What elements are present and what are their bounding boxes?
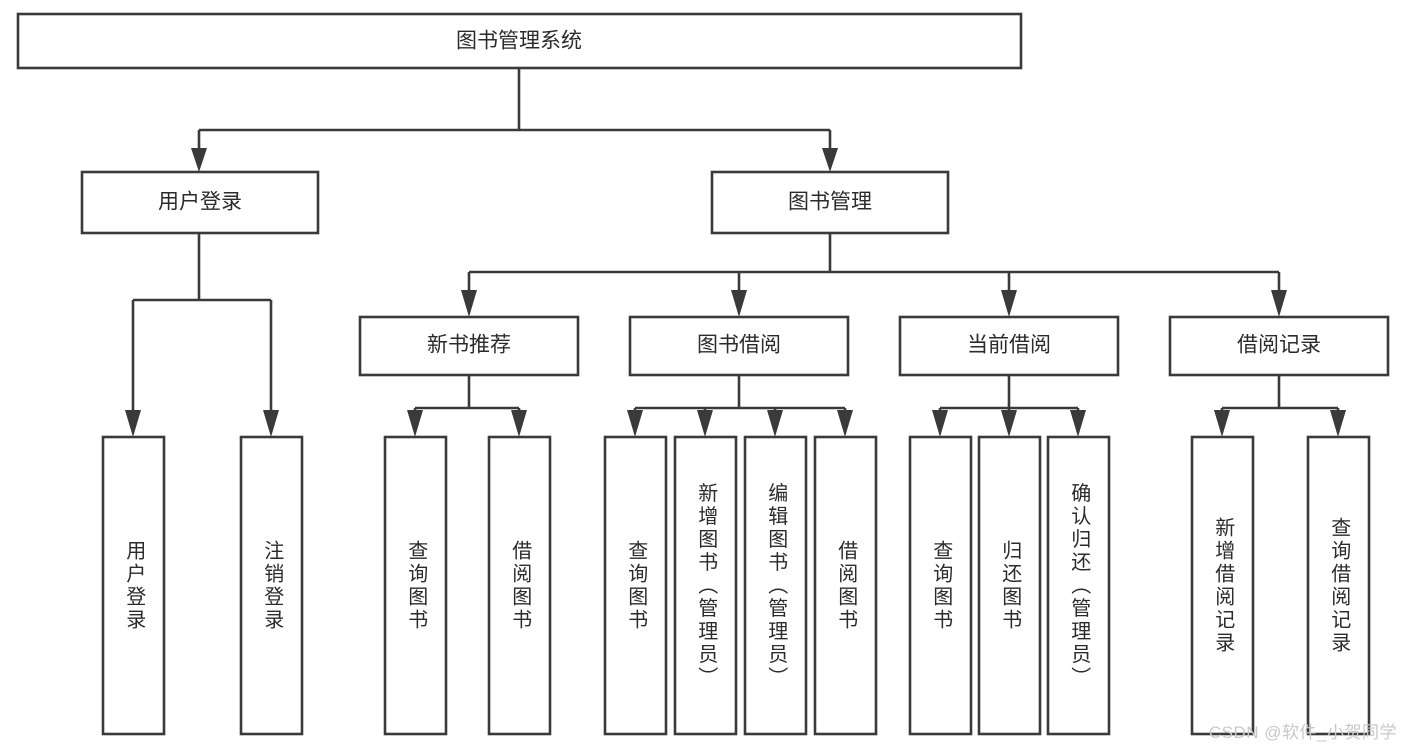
arrow-current-borrow-leaf-2 xyxy=(1001,410,1017,437)
node-book-borrow[interactable]: 图书借阅 xyxy=(628,315,850,377)
leaf-current-borrow-0[interactable]: 查询图书 xyxy=(908,435,973,736)
arrow-book-mgmt-to-borrow xyxy=(731,290,747,317)
leaf-borrow-record-1-box[interactable] xyxy=(1306,435,1371,736)
arrow-book-mgmt-to-new-book xyxy=(461,290,477,317)
leaf-user-login-1-label: 注销登录 xyxy=(261,540,284,632)
arrow-new-book-leaf-2 xyxy=(511,410,527,437)
node-borrow-record[interactable]: 借阅记录 xyxy=(1168,315,1390,377)
connector-group-root xyxy=(191,68,838,172)
leaf-current-borrow-1-box[interactable] xyxy=(977,435,1042,736)
node-new-book-recommend-box[interactable] xyxy=(358,315,580,377)
leaf-user-login-0-label: 用户登录 xyxy=(123,540,146,632)
node-borrow-record-label: 借阅记录 xyxy=(1237,334,1321,357)
node-user-login-box[interactable] xyxy=(80,170,320,235)
connector-group-new-book xyxy=(407,375,527,437)
leaf-new-book-0-label: 查询图书 xyxy=(405,540,428,632)
csdn-watermark: CSDN @软件_小贺同学 xyxy=(1208,723,1397,742)
leaf-book-borrow-0-label: 查询图书 xyxy=(625,540,648,632)
leaf-user-login-1[interactable]: 注销登录 xyxy=(239,435,304,736)
leaf-current-borrow-2-label: 确认归还（管理员） xyxy=(1068,482,1091,689)
node-root[interactable]: 图书管理系统 xyxy=(16,12,1023,70)
leaf-book-borrow-2[interactable]: 编辑图书（管理员） xyxy=(743,435,808,736)
leaf-borrow-record-0-label: 新增借阅记录 xyxy=(1212,517,1235,655)
arrow-current-borrow-leaf-3 xyxy=(1070,410,1086,437)
leaf-book-borrow-1-label: 新增图书（管理员） xyxy=(695,482,718,689)
leaf-user-login-1-box[interactable] xyxy=(239,435,304,736)
node-root-label: 图书管理系统 xyxy=(456,30,582,53)
node-current-borrow-box[interactable] xyxy=(898,315,1120,377)
node-book-management-box[interactable] xyxy=(710,170,950,235)
arrow-user-login-leaf-2 xyxy=(263,410,279,437)
leaf-user-login-0-box[interactable] xyxy=(101,435,166,736)
arrow-current-borrow-leaf-1 xyxy=(932,410,948,437)
leaf-new-book-1-label: 借阅图书 xyxy=(509,540,532,632)
leaf-current-borrow-0-box[interactable] xyxy=(908,435,973,736)
node-book-borrow-label: 图书借阅 xyxy=(697,334,781,357)
node-current-borrow[interactable]: 当前借阅 xyxy=(898,315,1120,377)
node-root-box[interactable] xyxy=(16,12,1023,70)
arrow-new-book-leaf-1 xyxy=(407,410,423,437)
leaf-current-borrow-1[interactable]: 归还图书 xyxy=(977,435,1042,736)
arrow-book-mgmt-to-record xyxy=(1271,290,1287,317)
leaf-book-borrow-2-label: 编辑图书（管理员） xyxy=(765,482,788,689)
leaf-book-borrow-0-box[interactable] xyxy=(603,435,668,736)
leaf-book-borrow-2-box[interactable] xyxy=(743,435,808,736)
leaf-new-book-1-box[interactable] xyxy=(487,435,552,736)
leaf-new-book-0-box[interactable] xyxy=(383,435,448,736)
leaf-current-borrow-0-label: 查询图书 xyxy=(930,540,953,632)
node-book-management[interactable]: 图书管理 xyxy=(710,170,950,235)
leaf-borrow-record-0-box[interactable] xyxy=(1190,435,1255,736)
leaf-book-borrow-0[interactable]: 查询图书 xyxy=(603,435,668,736)
connector-group-book-mgmt xyxy=(461,233,1287,317)
node-current-borrow-label: 当前借阅 xyxy=(967,334,1051,357)
leaf-book-borrow-1[interactable]: 新增图书（管理员） xyxy=(673,435,738,736)
arrow-borrow-record-leaf-1 xyxy=(1214,410,1230,437)
arrow-root-to-user-login xyxy=(191,148,207,172)
connector-group-borrow-record xyxy=(1214,375,1346,437)
connector-group-book-borrow xyxy=(627,375,853,437)
leaf-book-borrow-3[interactable]: 借阅图书 xyxy=(813,435,878,736)
arrow-user-login-leaf-1 xyxy=(125,410,141,437)
leaf-book-borrow-3-label: 借阅图书 xyxy=(835,540,858,632)
node-user-login[interactable]: 用户登录 xyxy=(80,170,320,235)
arrow-borrow-record-leaf-2 xyxy=(1330,410,1346,437)
connector-group-current-borrow xyxy=(932,375,1086,437)
leaf-current-borrow-2-box[interactable] xyxy=(1046,435,1111,736)
leaf-borrow-record-1[interactable]: 查询借阅记录 xyxy=(1306,435,1371,736)
arrow-book-mgmt-to-current xyxy=(1001,290,1017,317)
leaf-current-borrow-2[interactable]: 确认归还（管理员） xyxy=(1046,435,1111,736)
arrow-book-borrow-leaf-1 xyxy=(627,410,643,437)
node-new-book-recommend-label: 新书推荐 xyxy=(427,334,511,357)
node-book-borrow-box[interactable] xyxy=(628,315,850,377)
arrow-book-borrow-leaf-4 xyxy=(837,410,853,437)
arrow-root-to-book-mgmt xyxy=(822,148,838,172)
leaf-book-borrow-3-box[interactable] xyxy=(813,435,878,736)
leaf-new-book-0[interactable]: 查询图书 xyxy=(383,435,448,736)
leaf-current-borrow-1-label: 归还图书 xyxy=(999,540,1022,632)
node-new-book-recommend[interactable]: 新书推荐 xyxy=(358,315,580,377)
leaf-new-book-1[interactable]: 借阅图书 xyxy=(487,435,552,736)
leaf-borrow-record-1-label: 查询借阅记录 xyxy=(1328,517,1351,655)
node-borrow-record-box[interactable] xyxy=(1168,315,1390,377)
node-user-login-label: 用户登录 xyxy=(158,191,242,214)
leaf-borrow-record-0[interactable]: 新增借阅记录 xyxy=(1190,435,1255,736)
arrow-book-borrow-leaf-3 xyxy=(767,410,783,437)
arrow-book-borrow-leaf-2 xyxy=(697,410,713,437)
node-book-management-label: 图书管理 xyxy=(788,191,872,214)
leaf-book-borrow-1-box[interactable] xyxy=(673,435,738,736)
leaf-user-login-0[interactable]: 用户登录 xyxy=(101,435,166,736)
connector-group-user-login xyxy=(125,233,279,437)
